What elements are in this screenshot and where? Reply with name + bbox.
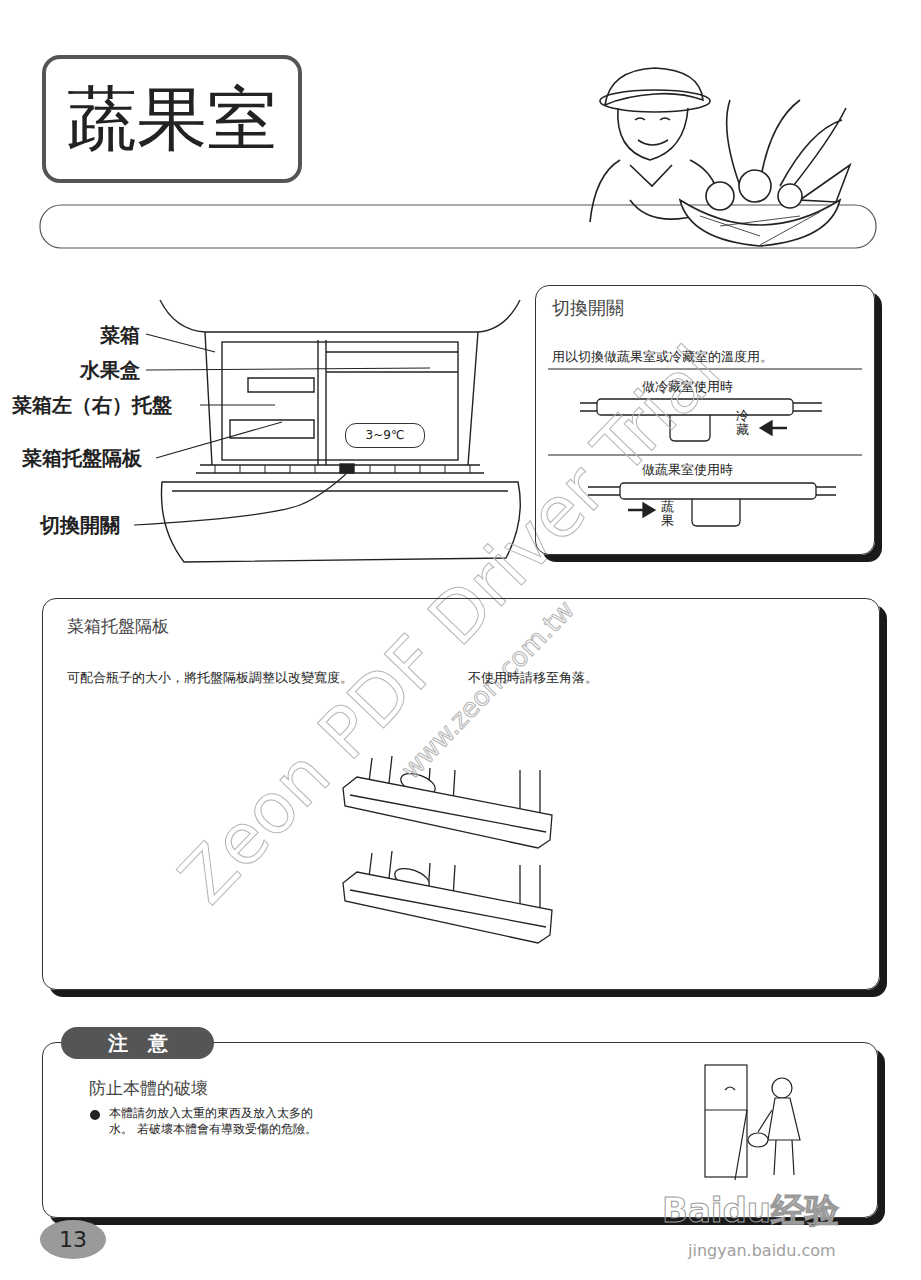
temperature-display: 3~9℃: [345, 423, 425, 448]
woman-with-vegetables-part: [638, 140, 668, 145]
crisper-drawer-part: [160, 300, 520, 332]
caution-illustration-part: [772, 1078, 792, 1098]
panel-body: 用以切換做蔬果室或冷藏室的溫度用。: [552, 348, 773, 366]
caution-illustration-part: [748, 1133, 768, 1147]
woman-with-vegetables-part: [800, 165, 850, 202]
switch-diagram-part: [643, 503, 655, 517]
crisper-drawer-part: [340, 464, 354, 473]
page-number: 13: [40, 1220, 106, 1259]
crisper-drawer-part: [172, 490, 508, 491]
part-name: 切換開關: [40, 512, 120, 539]
crisper-drawer-part: [196, 465, 484, 473]
tray-divider-illustration: [343, 756, 552, 943]
page-number-text: 13: [59, 1225, 87, 1255]
caution-illustration: [705, 1065, 800, 1180]
watermark-text: Zeon PDF Driver Trial: [159, 326, 741, 924]
woman-with-vegetables: [590, 68, 850, 246]
woman-with-vegetables-part: [635, 118, 670, 120]
leader-line: [156, 422, 282, 458]
caution-illustration-part: [705, 1065, 747, 1177]
tray-divider-illustration-part: [343, 777, 552, 848]
crisper-drawer-part: [230, 378, 314, 438]
crisper-drawer: [160, 300, 520, 562]
crisper-drawer-part: [215, 465, 470, 473]
temperature-range: 3~9℃: [366, 427, 405, 443]
caution-tab: 注 意: [61, 1027, 214, 1059]
panel-heading: 菜箱托盤隔板: [67, 615, 169, 638]
leader-lines: [134, 334, 430, 525]
tray-divider-illustration-part: [350, 795, 546, 832]
woman-with-vegetables-part: [618, 108, 688, 160]
tray-divider-panel: 菜箱托盤隔板可配合瓶子的大小，將托盤隔板調整以改變寬度。 不使用時請移至角落。: [42, 598, 880, 990]
mode-label: 冷藏: [736, 409, 749, 438]
switch-diagram-part: [692, 499, 740, 526]
panel-body: 不使用時請移至角落。: [468, 669, 598, 687]
panel-heading: 切換開關: [552, 296, 624, 320]
tray-divider-illustration-part: [350, 890, 546, 927]
woman-with-vegetables-part: [600, 90, 710, 112]
woman-with-vegetables-part: [706, 182, 734, 210]
bullet-dot: [90, 1110, 100, 1120]
caution-heading: 防止本體的破壞: [89, 1077, 208, 1100]
mode-heading: 做冷藏室使用時: [642, 378, 733, 396]
woman-with-vegetables-part: [700, 212, 820, 245]
watermark-text: Baidu经验: [662, 1188, 839, 1234]
woman-with-vegetables-part: [630, 165, 672, 186]
woman-with-vegetables-part: [778, 184, 802, 208]
crisper-drawer-part: [318, 340, 326, 465]
switch-diagram-part: [760, 421, 772, 435]
part-name: 菜箱: [100, 322, 140, 349]
mode-heading: 做蔬果室使用時: [642, 461, 733, 479]
watermark-text: jingyan.baidu.com: [688, 1240, 836, 1262]
caution-illustration-part: [705, 1087, 747, 1180]
title-frame: 蔬果室: [42, 55, 302, 183]
part-name: 菜箱左（右）托盤: [12, 392, 172, 419]
leader-line: [146, 334, 215, 352]
part-name: 菜箱托盤隔板: [22, 445, 142, 472]
woman-with-vegetables-part: [680, 200, 840, 246]
bullet-dot-part: [90, 1110, 100, 1120]
woman-with-vegetables-part: [605, 68, 703, 105]
caution-body: 本體請勿放入太重的東西及放入太多的水。 若破壞本體會有導致受傷的危險。: [89, 1105, 333, 1137]
switch-panel: 切換開關用以切換做蔬果室或冷藏室的溫度用。做冷藏室使用時冷藏做蔬果室使用時蔬果: [535, 285, 875, 555]
tray-divider-illustration-part: [343, 872, 552, 943]
page-title: 蔬果室: [67, 72, 277, 167]
mode-label: 蔬果: [661, 500, 674, 529]
caution-illustration-part: [768, 1098, 800, 1140]
woman-with-vegetables-part: [739, 170, 771, 202]
leader-line: [146, 368, 430, 370]
leader-line: [134, 474, 346, 525]
crisper-drawer-part: [205, 332, 478, 465]
part-name: 水果盒: [80, 357, 140, 384]
leader-line: [200, 404, 275, 405]
panel-body: 可配合瓶子的大小，將托盤隔板調整以改變寬度。: [67, 669, 353, 687]
crisper-drawer-part: [222, 342, 458, 460]
